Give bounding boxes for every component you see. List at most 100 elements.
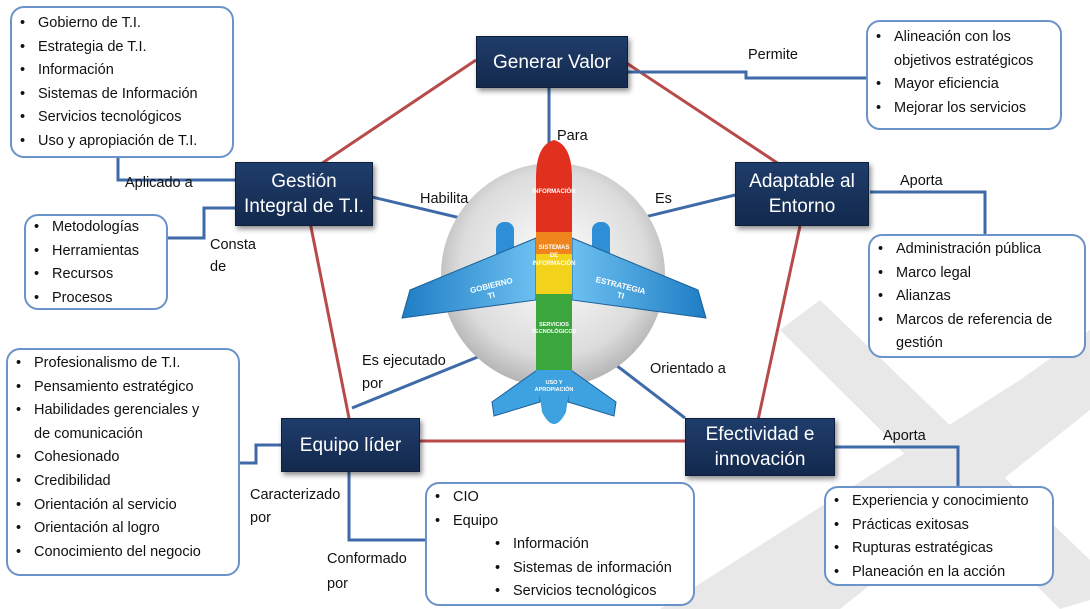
connector-consta xyxy=(168,206,235,240)
connector-aporta-bottom xyxy=(835,445,960,486)
box-conformado: CIO Equipo Información Sistemas de infor… xyxy=(425,482,695,606)
list-item: Planeación en la acción xyxy=(834,561,1052,585)
list-item: Información xyxy=(20,59,232,83)
list-item: Servicios tecnológicos xyxy=(20,106,232,130)
list-conformado: CIO Equipo xyxy=(427,486,693,533)
connector-caracterizado xyxy=(240,443,281,465)
list-item: Alianzas xyxy=(878,285,1084,309)
edge-generar-adaptable xyxy=(621,58,801,180)
list-item: Conocimiento del negocio xyxy=(16,541,238,565)
label-aporta-bottom: Aporta xyxy=(883,428,926,444)
node-adaptable-entorno[interactable]: Adaptable al Entorno xyxy=(735,162,869,226)
list-item: Prácticas exitosas xyxy=(834,514,1052,538)
list-item: Alineación con los xyxy=(876,26,1060,50)
fuselage-yellow xyxy=(536,254,572,294)
list-item: Estrategia de T.I. xyxy=(20,36,232,60)
box-entorno: Administración pública Marco legal Alian… xyxy=(868,234,1086,358)
label-habilita: Habilita xyxy=(420,191,469,207)
pentagon-edges xyxy=(299,58,802,443)
label-conformado: Conformado xyxy=(327,551,407,567)
list-item: Mayor eficiencia xyxy=(876,73,1060,97)
list-equipo-traits: Profesionalismo de T.I. Pensamiento estr… xyxy=(8,352,238,564)
label-permite: Permite xyxy=(748,47,798,63)
node-equipo-lider[interactable]: Equipo líder xyxy=(281,418,420,472)
node-gestion-label-2: Integral de T.I. xyxy=(243,196,365,217)
node-efectividad-label-2: innovación xyxy=(714,449,806,470)
list-item: Orientación al logro xyxy=(16,517,238,541)
list-item: Procesos xyxy=(34,287,166,311)
node-generar-valor[interactable]: Generar Valor xyxy=(476,36,628,88)
list-item: Metodologías xyxy=(34,216,166,240)
fuselage-blue xyxy=(536,370,572,424)
connector-conformado xyxy=(347,470,425,542)
list-item: de comunicación xyxy=(34,423,238,447)
list-item: Equipo xyxy=(435,510,693,534)
node-efectividad-label-1: Efectividad e xyxy=(705,424,815,445)
box-permite: Alineación con los objetivos estratégico… xyxy=(866,20,1062,130)
list-efectividad: Experiencia y conocimiento Prácticas exi… xyxy=(826,490,1052,584)
box-metodologias: Metodologías Herramientas Recursos Proce… xyxy=(24,214,168,310)
list-item: objetivos estratégicos xyxy=(894,50,1060,74)
fuselage-label-uso-2: APROPIACIÓN xyxy=(535,385,574,393)
connector-lines xyxy=(116,70,987,542)
edge-gestion-equipo xyxy=(308,221,351,419)
box-equipo-traits: Profesionalismo de T.I. Pensamiento estr… xyxy=(6,348,240,576)
list-item-continuation: gestión xyxy=(896,335,943,352)
list-item: gestión xyxy=(896,332,1084,356)
fuselage-label-servicios-1: SERVICIOS xyxy=(539,322,569,328)
node-efectividad[interactable]: Efectividad e innovación xyxy=(685,418,835,476)
connector-aplicado xyxy=(116,158,236,182)
list-item: Servicios tecnológicos xyxy=(495,580,693,604)
edge-adaptable-efectividad xyxy=(756,225,802,421)
fuselage-label-sistemas-1: SISTEMAS xyxy=(539,245,570,251)
connector-orientado xyxy=(611,360,686,420)
label-para: Para xyxy=(557,128,588,144)
fuselage-green xyxy=(536,294,572,370)
list-item: Sistemas de información xyxy=(495,557,693,581)
list-item-continuation: objetivos estratégicos xyxy=(894,52,1034,69)
list-entorno: Administración pública Marco legal Alian… xyxy=(870,238,1084,356)
fuselage-label-sistemas-2: DE xyxy=(550,253,558,259)
list-item: Cohesionado xyxy=(16,446,238,470)
fuselage-label-sistemas-3: INFORMACIÓN xyxy=(533,259,576,267)
list-item: Marcos de referencia de xyxy=(878,309,1084,333)
list-conformado-sub: Información Sistemas de información Serv… xyxy=(427,533,693,604)
list-item: Marco legal xyxy=(878,262,1084,286)
connector-es-ejecutado xyxy=(351,350,491,410)
node-gestion-integral[interactable]: Gestión Integral de T.I. xyxy=(235,162,373,226)
node-generar-valor-label: Generar Valor xyxy=(493,51,611,73)
fuselage-label-servicios-2: TECNOLÓGICOS xyxy=(532,327,577,335)
fuselage-red xyxy=(536,140,572,232)
wing-label-gobierno-2: TI xyxy=(487,290,496,300)
label-conformado-por: por xyxy=(327,576,348,592)
list-item: Orientación al servicio xyxy=(16,494,238,518)
wing-label-estrategia-2: TI xyxy=(616,290,625,300)
label-orientado-a: Orientado a xyxy=(650,361,726,377)
list-item: Uso y apropiación de T.I. xyxy=(20,130,232,154)
node-gestion-label-1: Gestión xyxy=(271,171,337,192)
list-item: Sistemas de Información xyxy=(20,83,232,107)
label-es: Es xyxy=(655,191,672,207)
box-efectividad: Experiencia y conocimiento Prácticas exi… xyxy=(824,486,1054,586)
label-aporta-top: Aporta xyxy=(900,173,943,189)
list-item: Experiencia y conocimiento xyxy=(834,490,1052,514)
list-item: Mejorar los servicios xyxy=(876,97,1060,121)
connector-permite xyxy=(628,70,866,80)
list-item: CIO xyxy=(435,486,693,510)
list-item: Información xyxy=(495,533,693,557)
box-ti-domains: Gobierno de T.I. Estrategia de T.I. Info… xyxy=(10,6,234,158)
list-item: Habilidades gerenciales y xyxy=(16,399,238,423)
label-es-ejecutado-por: por xyxy=(362,376,383,392)
list-item: Herramientas xyxy=(34,240,166,264)
list-item: Gobierno de T.I. xyxy=(20,12,232,36)
node-adaptable-label-2: Entorno xyxy=(768,196,836,217)
list-ti-domains: Gobierno de T.I. Estrategia de T.I. Info… xyxy=(12,12,232,154)
list-metodologias: Metodologías Herramientas Recursos Proce… xyxy=(26,216,166,310)
fuselage-label-uso-1: USO Y xyxy=(545,380,562,386)
label-consta: Consta xyxy=(210,237,256,253)
label-caracterizado: Caracterizado xyxy=(250,487,341,503)
airplane-illustration: INFORMACIÓN SISTEMAS DE INFORMACIÓN SERV… xyxy=(401,140,707,424)
node-equipo-label: Equipo líder xyxy=(299,434,402,456)
list-item: Credibilidad xyxy=(16,470,238,494)
label-es-ejecutado: Es ejecutado xyxy=(362,353,446,369)
